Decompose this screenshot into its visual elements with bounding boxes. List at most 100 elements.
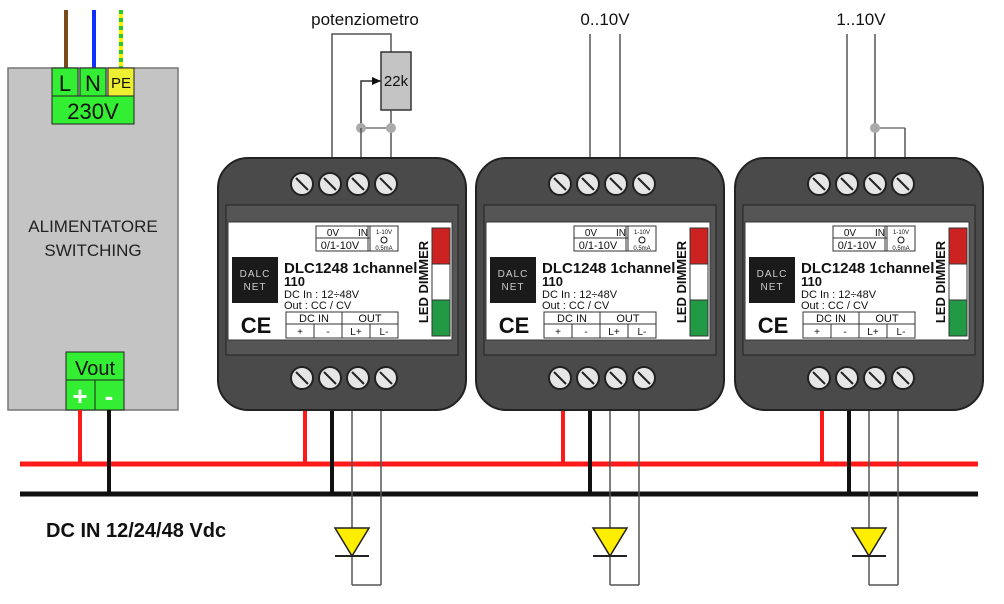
brand-line1: DALC [498,269,529,280]
spec-output: Out : CC / CV [542,300,610,312]
spec-input: DC In : 12÷48V [542,289,618,301]
terminal-110v: 1-10V [376,230,392,236]
lminus-label: L- [638,327,647,338]
color-bar-green [431,299,451,337]
terminal-ma: 0.5mA [892,246,909,252]
psu-title-line2: SWITCHING [44,241,141,260]
terminal-110v: 1-10V [634,230,650,236]
brand-logo [490,257,536,303]
spec-output: Out : CC / CV [284,300,352,312]
brand-logo [232,257,278,303]
mains-wires [64,10,123,70]
terminal-0v: 0V [585,228,598,239]
terminal-pe-label: PE [111,75,131,92]
color-bar-red [431,227,451,265]
terminal-n-label: N [85,71,101,96]
terminal-l-label: L [59,71,71,96]
terminal-ma: 0.5mA [633,246,650,252]
terminal-0v: 0V [327,228,340,239]
lplus-label: L+ [867,327,879,338]
model-number: 110 [284,274,305,289]
psu-minus-label: - [105,381,114,411]
brand-line2: NET [244,282,267,293]
out-label: OUT [616,313,640,325]
out-label: OUT [875,313,899,325]
lminus-label: L- [897,327,906,338]
side-label: LED DIMMER [416,240,431,323]
led-icon [850,527,888,558]
psu-output-label: Vout [75,358,115,380]
trimmer-icon [638,236,646,244]
dimmer-control-label: 1..10V [836,10,886,29]
minus-label: - [326,327,329,338]
terminal-range: 0/1-10V [579,240,618,252]
model-number: 110 [801,274,822,289]
color-bar-white [431,263,451,301]
psu-input-voltage: 230V [67,99,119,124]
psu-title-line1: ALIMENTATORE [28,217,157,236]
terminal-range: 0/1-10V [321,240,360,252]
spec-output: Out : CC / CV [801,300,869,312]
color-bar-white [689,263,709,301]
model-number: 110 [542,274,563,289]
terminal-ma: 0.5mA [375,246,392,252]
trimmer-icon [380,236,388,244]
out-label: OUT [358,313,382,325]
color-bar-red [689,227,709,265]
dcin-label: DC IN [299,313,329,325]
dcin-label: DC IN [557,313,587,325]
bus-label: DC IN 12/24/48 Vdc [46,520,226,542]
brand-line1: DALC [757,269,788,280]
spec-input: DC In : 12÷48V [801,289,877,301]
minus-label: - [843,327,846,338]
control-wires [589,34,906,158]
psu-voltage-box [51,95,135,125]
brand-line2: NET [502,282,525,293]
brand-line2: NET [761,282,784,293]
model-name: DLC1248 1channel [801,260,934,277]
ce-mark: CE [758,313,789,338]
led-icon [333,527,371,558]
terminal-110v: 1-10V [893,230,909,236]
brand-line1: DALC [240,269,271,280]
terminal-in: IN [616,228,626,239]
spec-input: DC In : 12÷48V [284,289,360,301]
dimmer-control-label: 0..10V [580,10,630,29]
plus-label: + [555,327,561,338]
color-bar-green [948,299,968,337]
psu-terminal-l [51,67,79,97]
terminal-in: IN [358,228,368,239]
psu-terminal-pe [107,67,135,97]
psu-output-box [65,351,125,381]
model-name: DLC1248 1channel [542,260,675,277]
potentiometer-label: potenziometro [311,10,419,29]
trimmer-icon [897,236,905,244]
psu-output-minus [94,379,125,411]
brand-logo [749,257,795,303]
terminal-in: IN [875,228,885,239]
plus-label: + [297,327,303,338]
potentiometer-value: 22k [384,73,409,90]
model-name: DLC1248 1channel [284,260,417,277]
ce-mark: CE [241,313,272,338]
color-bar-white [948,263,968,301]
minus-label: - [584,327,587,338]
power-supply: L N PE 230V ALIMENTATORE SWITCHING Vout … [7,67,179,411]
side-label: LED DIMMER [674,240,689,323]
potentiometer-body [380,51,412,111]
side-label: LED DIMMER [933,240,948,323]
led-icon [591,527,629,558]
potentiometer: potenziometro 22k [311,10,419,158]
terminal-0v: 0V [844,228,857,239]
psu-plus-label: + [72,381,87,411]
color-bar-green [689,299,709,337]
lplus-label: L+ [350,327,362,338]
color-bar-red [948,227,968,265]
dcin-label: DC IN [816,313,846,325]
lplus-label: L+ [608,327,620,338]
plus-label: + [814,327,820,338]
